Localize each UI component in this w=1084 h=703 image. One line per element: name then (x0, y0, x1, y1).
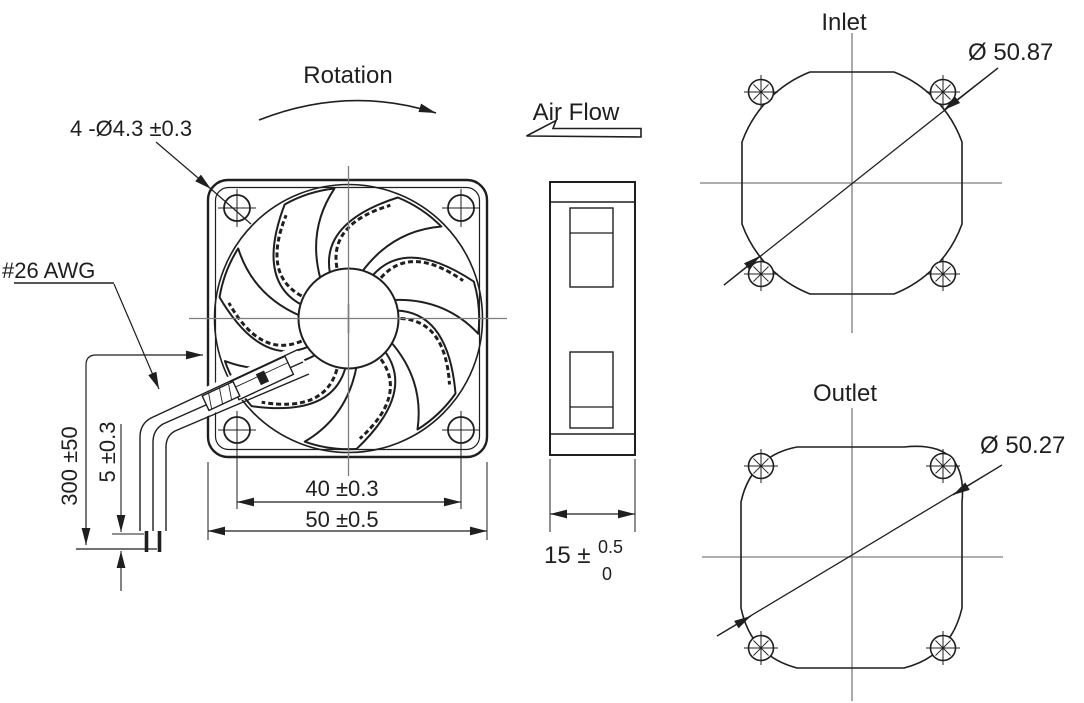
mounting-hole-front-top-right (441, 188, 481, 228)
rotation-arrow (258, 99, 437, 121)
wire-gauge-leader (113, 283, 160, 390)
mounting-hole-outlet-top-left (743, 448, 779, 484)
outlet-diameter-arrowhead-lower (716, 615, 752, 637)
mounting-hole-inlet-bottom-right (925, 256, 961, 292)
mounting-hole-inlet-bottom-left (743, 256, 779, 292)
air-flow-label: Air Flow (533, 99, 620, 126)
mounting-holes-dim-text: 4 -Ø4.3 ±0.3 (70, 116, 192, 141)
inlet-diameter-arrowhead-lower (723, 255, 761, 286)
mounting-hole-inlet-top-right (925, 74, 961, 110)
outlet-diameter-dim-text: Ø 50.27 (980, 432, 1065, 459)
mounting-holes-leader (155, 141, 212, 190)
side-hole-slot-lower (569, 351, 614, 429)
side-hole-slot-upper (569, 207, 614, 288)
mounting-hole-front-bottom-left (217, 410, 257, 450)
mounting-hole-inlet-top-left (743, 74, 779, 110)
fan-side-view: Air Flow 15 ± 0.5 0 (526, 99, 642, 584)
air-flow-arrow (526, 118, 642, 138)
mounting-hole-outlet-bottom-right (925, 630, 961, 666)
wire-gauge-text: #26 AWG (2, 258, 95, 283)
wire-connector (229, 355, 295, 401)
front-view-dimensions: Rotation 4 -Ø4.3 ±0.3 #26 AWG 300 ±50 5 … (2, 62, 488, 591)
lead-length-dim-line (81, 350, 203, 545)
mounting-hole-front-top-left (217, 188, 257, 228)
lead-length-dim-text: 300 ±50 (57, 426, 82, 505)
mounting-hole-front-bottom-right (441, 410, 481, 450)
thickness-dim-text: 15 ± (544, 542, 591, 569)
mounting-hole-outlet-bottom-left (743, 630, 779, 666)
outlet-view: Outlet Ø 50.27 (702, 380, 1065, 701)
inlet-diameter-dim-text: Ø 50.87 (968, 39, 1053, 66)
mounting-hole-outlet-top-right (925, 448, 961, 484)
hole-pitch-dim-text: 40 ±0.3 (305, 476, 378, 501)
outlet-venturi-outline (740, 445, 964, 669)
inlet-view: Inlet Ø 50.87 (700, 9, 1053, 333)
wire-strain-relief (201, 380, 241, 412)
rotation-label: Rotation (303, 62, 392, 89)
strip-dim-text: 5 ±0.3 (95, 421, 120, 482)
frame-size-dim-text: 50 ±0.5 (305, 507, 378, 532)
side-view-body (549, 181, 636, 456)
thickness-tol-upper: 0.5 (598, 537, 623, 557)
thickness-tol-lower: 0 (602, 564, 612, 584)
outlet-title: Outlet (813, 380, 877, 407)
inlet-title: Inlet (821, 9, 867, 36)
inlet-diameter-arrowhead-upper (943, 67, 999, 111)
outlet-diameter-arrowhead-upper (952, 464, 1003, 496)
mounting-holes-leader-tail (210, 188, 252, 225)
inlet-venturi-outline (741, 71, 963, 295)
